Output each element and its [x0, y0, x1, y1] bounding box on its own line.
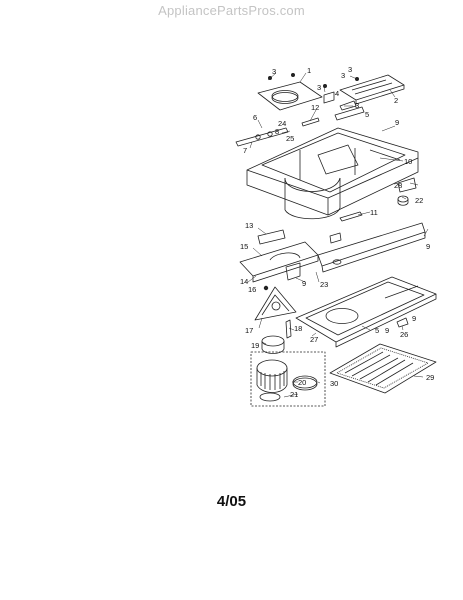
callout-17: 17 [245, 326, 253, 335]
callout-9: 9 [395, 118, 399, 127]
callout-23: 23 [320, 280, 328, 289]
callout-4: 4 [335, 89, 339, 98]
bottom-pan-part [295, 276, 437, 348]
callout-3: 3 [355, 101, 359, 110]
scroll-housing-part [239, 241, 319, 283]
callout-21: 21 [290, 390, 298, 399]
callout-25: 25 [286, 134, 294, 143]
callout-15: 15 [240, 242, 248, 251]
blower-assembly-part [250, 351, 326, 407]
callout-13: 13 [245, 221, 253, 230]
leader-lines [247, 72, 429, 398]
callout-3: 3 [272, 67, 276, 76]
callout-2: 2 [394, 96, 398, 105]
callout-12: 12 [311, 103, 319, 112]
vent-bracket-part [257, 229, 286, 245]
duct-cover-part [339, 74, 405, 105]
small-hardware-parts [267, 73, 365, 121]
callout-28: 28 [394, 181, 402, 190]
callout-27: 27 [310, 335, 318, 344]
callout-14: 14 [240, 277, 248, 286]
motor-part [261, 335, 285, 354]
callout-24: 24 [278, 119, 286, 128]
callout-29: 29 [426, 373, 434, 382]
callout-22: 22 [415, 196, 423, 205]
hood-housing-part [246, 127, 419, 220]
callout-labels: 3 1 3 3 3 4 3 2 12 5 9 6 24 8 25 7 10 28… [240, 65, 434, 399]
callout-5: 5 [365, 110, 369, 119]
callout-3: 3 [341, 71, 345, 80]
rod-part [339, 211, 363, 222]
callout-8: 8 [275, 127, 279, 136]
switch-part [397, 177, 417, 206]
callout-9: 9 [426, 242, 430, 251]
callout-3: 3 [348, 65, 352, 74]
callout-30: 30 [330, 379, 338, 388]
callout-10: 10 [404, 157, 412, 166]
callout-16: 16 [248, 285, 256, 294]
callout-9: 9 [385, 326, 389, 335]
callout-26: 26 [400, 330, 408, 339]
motor-clip-part [285, 319, 292, 339]
motor-bracket-part [254, 286, 297, 321]
watermark: AppliancePartsPros.com [158, 3, 305, 18]
screw-part [263, 285, 269, 291]
callout-7: 7 [243, 146, 247, 155]
callout-5: 5 [375, 326, 379, 335]
revision-date: 4/05 [216, 493, 247, 510]
top-plate-part [257, 81, 323, 111]
callout-19: 19 [251, 341, 259, 350]
callout-6: 6 [253, 113, 257, 122]
callout-1: 1 [307, 66, 311, 75]
callout-3: 3 [317, 83, 321, 92]
callout-11: 11 [370, 208, 378, 217]
callout-9: 9 [302, 279, 306, 288]
light-socket-part [396, 317, 409, 328]
bracket-part [301, 117, 320, 127]
grease-filter-part [329, 343, 437, 394]
callout-9: 9 [412, 314, 416, 323]
callout-20: 20 [298, 378, 306, 387]
rail-part [235, 127, 289, 147]
callout-18: 18 [294, 324, 302, 333]
front-panel-part [317, 222, 426, 273]
